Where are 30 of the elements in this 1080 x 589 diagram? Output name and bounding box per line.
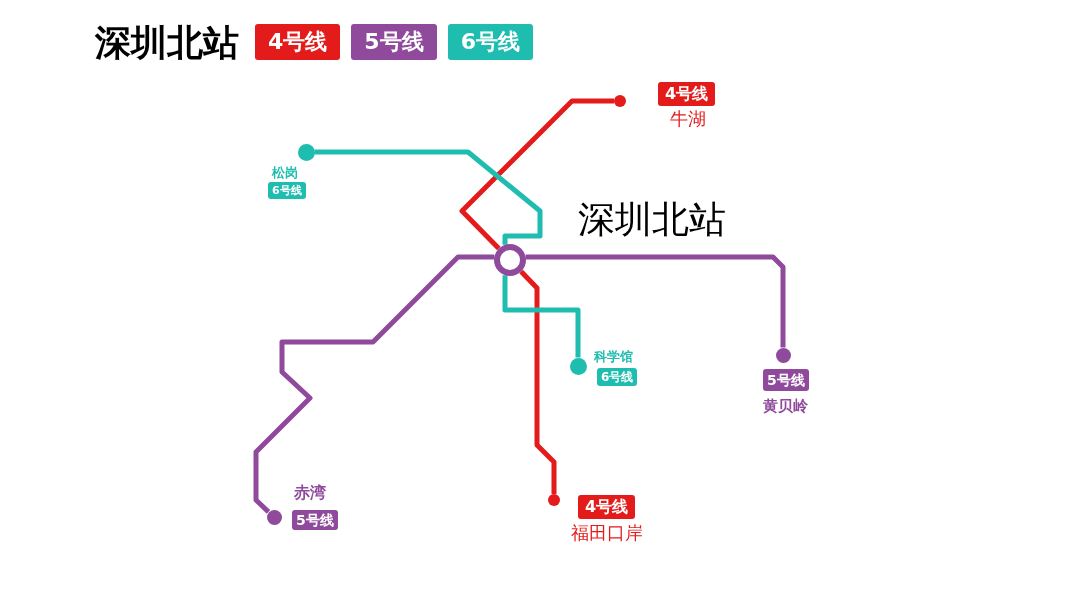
station-dot-icon: [614, 95, 626, 107]
legend-badge: 5号线: [351, 24, 437, 60]
station-dot-icon: [266, 509, 282, 525]
station-label: 深圳北站: [578, 201, 726, 238]
line-badge: 6号线: [597, 368, 638, 386]
metro-line: [253, 254, 495, 514]
station-name: 牛湖: [670, 110, 706, 128]
station-name: 福田口岸: [571, 524, 643, 542]
legend-badge: 6号线: [447, 24, 533, 60]
station-dot-icon: [569, 357, 587, 375]
line-badge: 6号线: [268, 182, 306, 199]
line-badge: 5号线: [292, 510, 338, 530]
station-dot-icon: [548, 494, 560, 506]
interchange-ring-icon: [494, 244, 526, 276]
metro-line: [459, 98, 614, 251]
line-badge: 4号线: [658, 82, 716, 106]
station-name: 科学馆: [593, 350, 633, 363]
station-name: 赤湾: [294, 485, 326, 501]
line-badge: 4号线: [578, 495, 636, 519]
station-dot-icon: [775, 347, 791, 363]
station-name: 松岗: [272, 166, 298, 179]
metro-line: [502, 275, 581, 358]
metro-line: [525, 254, 786, 348]
metro-line: [519, 269, 557, 494]
metro-line: [314, 149, 543, 245]
line-badge: 5号线: [763, 369, 809, 391]
station-dot-icon: [297, 143, 315, 161]
station-name: 黄贝岭: [762, 399, 808, 414]
legend-badge: 4号线: [255, 24, 341, 60]
page-title: 深圳北站: [95, 25, 239, 61]
